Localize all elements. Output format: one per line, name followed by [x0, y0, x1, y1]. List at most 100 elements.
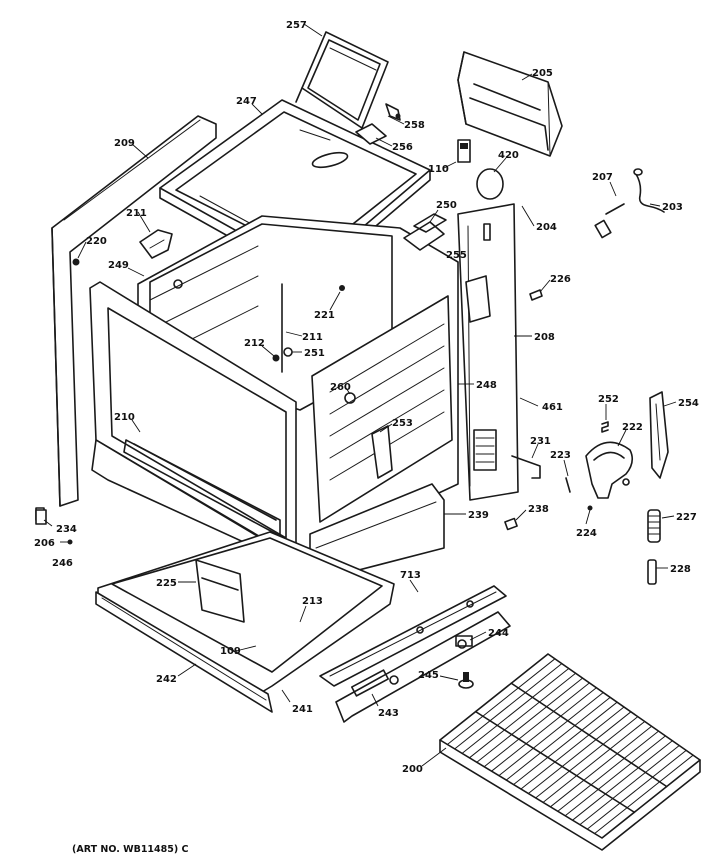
bracket-231 [511, 455, 541, 479]
side-panel-209 [35, 115, 217, 521]
rail-242 [95, 591, 273, 713]
rack-wire [564, 735, 666, 817]
part-label-208: 208 [534, 332, 555, 343]
rack-wire [468, 672, 577, 759]
rack-wire [527, 711, 632, 794]
valve-244 [455, 635, 473, 649]
part-label-223: 223 [550, 450, 571, 461]
rack-wire [483, 682, 590, 768]
spring-252 [601, 421, 609, 433]
part-label-222: 222 [622, 422, 643, 433]
part-label-713: 713 [400, 570, 421, 581]
part-label-211a: 211 [126, 208, 147, 219]
side-panel-208 [457, 203, 519, 501]
part-label-212: 212 [244, 338, 265, 349]
part-label-251: 251 [304, 348, 325, 359]
rack-crossbar [510, 682, 668, 788]
clip-234 [35, 509, 47, 525]
part-label-243: 243 [378, 708, 399, 719]
screw-220 [72, 258, 80, 266]
part-label-228: 228 [670, 564, 691, 575]
part-label-252: 252 [598, 394, 619, 405]
part-label-420: 420 [498, 150, 519, 161]
rack-wire [542, 720, 646, 803]
part-label-248: 248 [476, 380, 497, 391]
part-label-247: 247 [236, 96, 257, 107]
part-label-204: 204 [536, 222, 557, 233]
rack-wire [461, 667, 570, 754]
screw-206 [67, 539, 73, 545]
rack-wire [586, 749, 687, 830]
flue-250 [403, 213, 447, 251]
part-label-238: 238 [528, 504, 549, 515]
part-label-257: 257 [286, 20, 307, 31]
part-label-250: 250 [436, 200, 457, 211]
switch-block-110 [457, 139, 471, 163]
part-label-206: 206 [34, 538, 55, 549]
oven-rack-200 [439, 653, 701, 851]
spring-228 [647, 559, 657, 585]
disc-420 [476, 168, 504, 200]
part-label-256: 256 [392, 142, 413, 153]
rack-wire [549, 725, 653, 808]
part-label-253: 253 [392, 418, 413, 429]
clip-226 [529, 289, 543, 301]
callouts: 257 247 258 256 205 209 110 420 207 203 … [34, 20, 699, 775]
rack-wire [594, 754, 694, 835]
rack-wire [513, 701, 618, 786]
rack-wire [505, 696, 611, 781]
part-label-241: 241 [292, 704, 313, 715]
part-label-239: 239 [468, 510, 489, 521]
rack-wire [572, 740, 673, 821]
part-label-110: 110 [428, 164, 449, 175]
rack-wire [446, 658, 556, 745]
rack-crossbar [474, 710, 636, 814]
rack-wire [520, 706, 625, 790]
hinge-222 [585, 441, 634, 499]
part-label-225: 225 [156, 578, 177, 589]
rack-wire [476, 677, 584, 763]
part-label-246: 246 [52, 558, 73, 569]
rack-wire [491, 687, 597, 772]
part-label-213: 213 [302, 596, 323, 607]
part-label-249: 249 [108, 260, 129, 271]
art-number: (ART NO. WB11485) C [72, 844, 189, 855]
part-label-200: 200 [402, 764, 423, 775]
part-label-203: 203 [662, 202, 683, 213]
part-label-226: 226 [550, 274, 571, 285]
bracket-249 [139, 229, 173, 259]
pin-223 [565, 477, 571, 493]
part-label-234: 234 [56, 524, 77, 535]
part-label-210: 210 [114, 412, 135, 423]
bottom-pan-241 [97, 531, 395, 693]
rack-wire [454, 663, 563, 750]
part-label-227: 227 [676, 512, 697, 523]
part-label-207: 207 [592, 172, 613, 183]
part-label-260: 260 [330, 382, 351, 393]
part-label-258: 258 [404, 120, 425, 131]
part-label-209: 209 [114, 138, 135, 149]
rack-wire [498, 692, 604, 777]
hinge-arm-254 [649, 391, 669, 479]
screw-224 [587, 505, 593, 511]
part-label-255: 255 [446, 250, 467, 261]
connector-207 [594, 203, 625, 239]
rack-wire [557, 730, 660, 812]
burner-713 [319, 585, 507, 687]
backguard-205 [457, 51, 563, 157]
clip-238 [504, 517, 518, 531]
part-label-242: 242 [156, 674, 177, 685]
part-label-221: 221 [314, 310, 335, 321]
part-label-245: 245 [418, 670, 439, 681]
part-label-461: 461 [542, 402, 563, 413]
part-label-109: 109 [220, 646, 241, 657]
rack-wire [535, 716, 639, 799]
part-label-231: 231 [530, 436, 551, 447]
top-cover-257 [295, 31, 389, 141]
knob-245 [458, 672, 474, 689]
rack-wire [579, 745, 680, 826]
part-label-205: 205 [532, 68, 553, 79]
cord-203 [633, 168, 665, 213]
part-label-220: 220 [86, 236, 107, 247]
